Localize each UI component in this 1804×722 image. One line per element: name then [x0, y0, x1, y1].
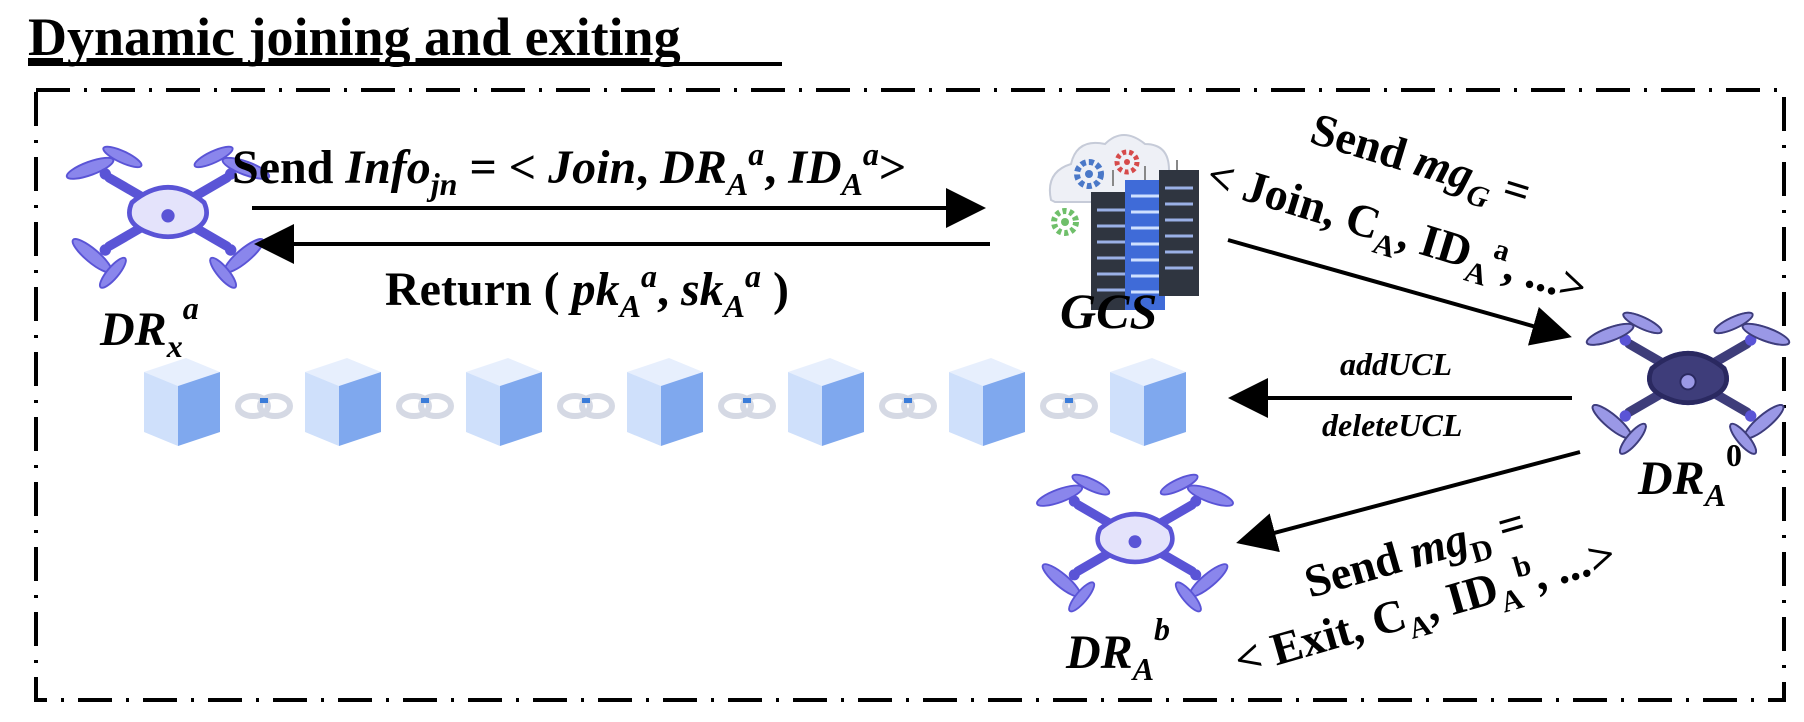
delete-ucl-label: deleteUCL — [1322, 407, 1462, 443]
cube-block-icon — [144, 358, 220, 446]
cube-block-icon — [466, 358, 542, 446]
gcs-label: GCS — [1060, 283, 1157, 339]
cube-block-icon — [627, 358, 703, 446]
cube-block-icon — [788, 358, 864, 446]
chain-link-icon — [721, 396, 773, 416]
add-ucl-label: addUCL — [1340, 346, 1452, 382]
chain-link-icon — [560, 396, 612, 416]
dr-ab-label: DRAb — [1065, 611, 1170, 687]
return-message: Return ( pkAa, skAa ) — [385, 258, 789, 324]
chain-link-icon — [238, 396, 290, 416]
arrow-join-broadcast — [1227, 238, 1572, 346]
drone-dark-body — [1585, 311, 1791, 455]
cloud-server-icon — [1049, 134, 1199, 310]
page-title: Dynamic joining and exiting — [28, 7, 681, 67]
cube-block-icon — [1110, 358, 1186, 446]
cube-block-icon — [305, 358, 381, 446]
section-frame — [34, 88, 1786, 702]
dr-x-label: DRxa — [99, 290, 199, 364]
arrow-exit-broadcast — [1236, 450, 1581, 553]
drone-icon — [1035, 471, 1235, 614]
chain-link-icon — [882, 396, 934, 416]
send-info-message: Send Infojn = < Join, DRAa, IDAa> — [232, 136, 906, 202]
chain-link-icon — [1043, 396, 1095, 416]
cube-block-icon — [949, 358, 1025, 446]
blockchain — [144, 358, 1186, 446]
dr-a0-label: DRA0 — [1637, 437, 1742, 513]
chain-link-icon — [399, 396, 451, 416]
